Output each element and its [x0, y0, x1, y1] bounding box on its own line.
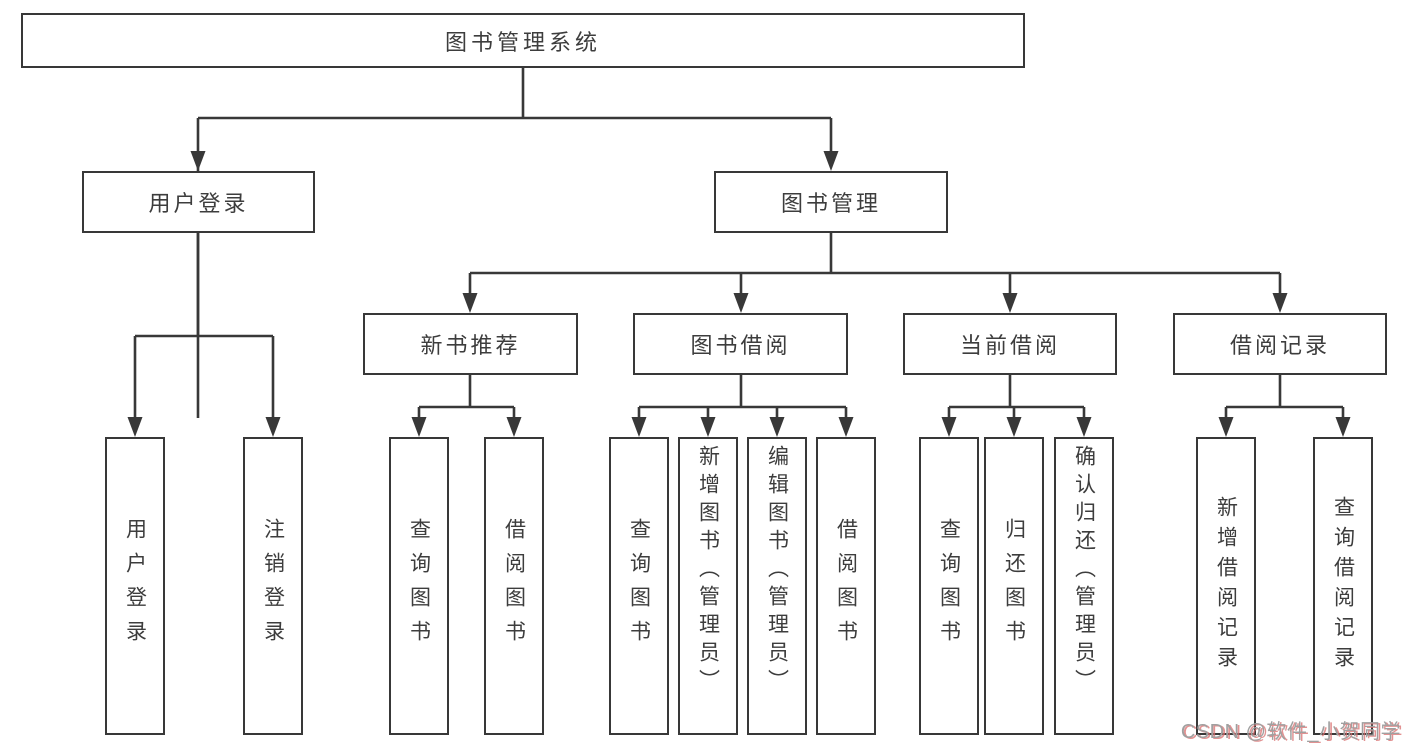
leaf-logout: 注销登录: [243, 437, 303, 735]
node-root-library-system: 图书管理系统: [21, 13, 1025, 68]
leaf-add-borrow-record: 新增借阅记录: [1196, 437, 1256, 735]
node-user-login: 用户登录: [82, 171, 315, 233]
node-book-management: 图书管理: [714, 171, 948, 233]
csdn-watermark: CSDN @软件_小贺同学: [1180, 721, 1401, 743]
connector-book-borrow-children: [631, 375, 854, 437]
connector-user-login-children: [127, 233, 281, 437]
connector-new-book-rec-children: [411, 375, 522, 437]
leaf-edit-books-admin: 编辑图书（管理员）: [747, 437, 807, 735]
leaf-add-books-admin: 新增图书（管理员）: [678, 437, 738, 735]
leaf-user-login: 用户登录: [105, 437, 165, 735]
leaf-query-books-borrowing: 查询图书: [609, 437, 669, 735]
leaf-borrow-books: 借阅图书: [816, 437, 876, 735]
connector-book-mgmt-children: [462, 233, 1288, 313]
node-new-book-recommend: 新书推荐: [363, 313, 578, 375]
leaf-confirm-return-admin: 确认归还（管理员）: [1054, 437, 1114, 735]
connector-borrow-records-children: [1218, 375, 1351, 437]
leaf-return-books: 归还图书: [984, 437, 1044, 735]
leaf-query-borrow-record: 查询借阅记录: [1313, 437, 1373, 735]
leaf-query-books-recommend: 查询图书: [389, 437, 449, 735]
node-borrow-records: 借阅记录: [1173, 313, 1387, 375]
node-book-borrowing: 图书借阅: [633, 313, 848, 375]
leaf-borrow-books-recommend: 借阅图书: [484, 437, 544, 735]
node-current-borrowing: 当前借阅: [903, 313, 1117, 375]
connector-current-borrow-children: [941, 375, 1092, 437]
leaf-query-books-current: 查询图书: [919, 437, 979, 735]
